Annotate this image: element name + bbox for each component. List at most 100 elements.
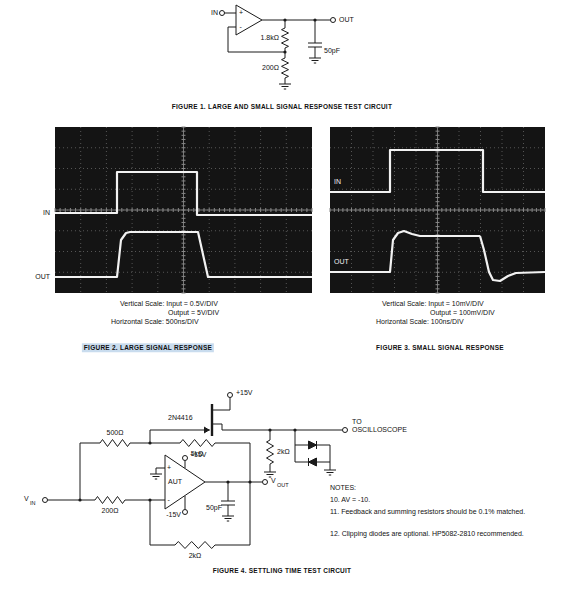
resistor-symbol xyxy=(282,28,289,48)
wire xyxy=(80,443,100,500)
part-number: 2N4416 xyxy=(168,414,193,422)
ground-symbol xyxy=(314,63,316,64)
wire xyxy=(185,496,186,510)
jfet-gate xyxy=(150,430,210,431)
terminal xyxy=(220,11,225,16)
wire xyxy=(228,482,229,501)
jfet-source xyxy=(212,424,343,430)
jfet-symbol xyxy=(211,404,213,436)
scope-trace xyxy=(55,232,312,277)
wire xyxy=(262,20,331,21)
note-text: 12. Clipping diodes are optional. HP5082… xyxy=(330,530,555,538)
scale-note: Output = 5V/DIV xyxy=(168,309,219,317)
terminal-label: OUT xyxy=(339,16,354,24)
ground-symbol xyxy=(309,58,321,59)
jfet-symbol xyxy=(204,427,209,433)
resistor-symbol xyxy=(267,440,274,464)
terminal xyxy=(43,498,48,503)
diode-symbol xyxy=(316,441,317,449)
terminal xyxy=(263,480,268,485)
wire xyxy=(130,443,180,444)
wire xyxy=(215,482,250,545)
ground-symbol xyxy=(150,474,162,475)
figure-caption: FIGURE 4. SETTLING TIME TEST CIRCUIT xyxy=(213,567,352,574)
ground-symbol xyxy=(225,518,232,519)
ground-symbol xyxy=(264,472,276,473)
wire xyxy=(285,20,286,28)
note-text: 11. Feedback and summing resistors shoul… xyxy=(330,508,555,516)
wire xyxy=(205,482,263,483)
ground-symbol xyxy=(267,474,274,475)
wire xyxy=(330,445,331,470)
signal-name: IN xyxy=(30,500,36,506)
signal-name: OUT xyxy=(277,482,289,488)
pin-label: + xyxy=(167,464,171,472)
wire xyxy=(185,461,186,469)
diode-symbol xyxy=(309,458,317,466)
ground-symbol xyxy=(282,86,289,87)
scale-note: Vertical Scale: Input = 10mV/DIV xyxy=(382,300,484,308)
wire xyxy=(150,430,151,443)
wire xyxy=(295,430,296,462)
resistor-symbol xyxy=(95,497,125,504)
ground-symbol xyxy=(284,89,286,90)
diode-symbol xyxy=(309,441,317,449)
wire xyxy=(270,464,271,472)
scope-screen xyxy=(330,127,545,293)
supply-label: +15V xyxy=(190,451,207,459)
wire xyxy=(315,20,316,43)
wire xyxy=(270,430,271,440)
note-text: 10. AV = -10. xyxy=(330,496,555,504)
wire xyxy=(125,500,165,501)
note-heading: NOTES: xyxy=(330,484,356,492)
wire xyxy=(228,505,229,516)
resistor-value: 2kΩ xyxy=(189,552,202,560)
ground-symbol xyxy=(329,475,331,476)
wire xyxy=(156,468,165,474)
opamp-symbol xyxy=(236,5,262,35)
scale-note: Output = 100mV/DIV xyxy=(430,309,495,317)
trace-label: OUT xyxy=(35,273,50,281)
supply-label: -15V xyxy=(166,511,181,519)
resistor-value: 200Ω xyxy=(262,64,279,72)
scale-note: Vertical Scale: Input = 0.5V/DIV xyxy=(120,300,218,308)
terminal xyxy=(228,393,233,398)
ground-symbol xyxy=(155,479,157,480)
capacitor-symbol xyxy=(308,43,322,44)
terminal xyxy=(343,428,348,433)
wire xyxy=(215,443,250,483)
part-name: AUT xyxy=(168,478,182,486)
scope-trace xyxy=(55,172,312,215)
resistor-symbol xyxy=(175,542,215,549)
scale-note: Horizontal Scale: 100ns/DIV xyxy=(376,318,464,326)
scope-screen xyxy=(55,127,312,293)
pin-label: + xyxy=(239,9,243,17)
wire xyxy=(48,500,96,501)
resistor-value: 2kΩ xyxy=(277,448,290,456)
trace-label: IN xyxy=(334,178,341,186)
figure-caption: FIGURE 3. SMALL SIGNAL RESPONSE xyxy=(376,344,504,351)
wire xyxy=(315,47,316,58)
graticule xyxy=(330,127,545,293)
wire xyxy=(285,78,286,84)
trace-label: IN xyxy=(43,209,50,217)
capacitor-value: 50pF xyxy=(324,47,340,55)
ground-symbol xyxy=(324,470,336,471)
ground-symbol xyxy=(279,84,291,85)
diode-symbol xyxy=(308,458,309,466)
ground-symbol xyxy=(222,516,234,517)
figure-caption: FIGURE 2. LARGE SIGNAL RESPONSE xyxy=(82,343,214,352)
figure-caption: FIGURE 1. LARGE AND SMALL SIGNAL RESPONS… xyxy=(172,103,392,110)
terminal-label: IN xyxy=(211,9,218,17)
terminal xyxy=(331,18,336,23)
graticule xyxy=(55,127,312,293)
jfet-drain xyxy=(212,398,230,411)
signal-name: V xyxy=(271,477,276,485)
trace-label: OUT xyxy=(334,258,349,266)
resistor-value: 1.8kΩ xyxy=(261,34,279,42)
pin-label: - xyxy=(240,23,242,31)
ground-symbol xyxy=(327,472,334,473)
scale-note: Horizontal Scale: 500ns/DIV xyxy=(111,318,199,326)
